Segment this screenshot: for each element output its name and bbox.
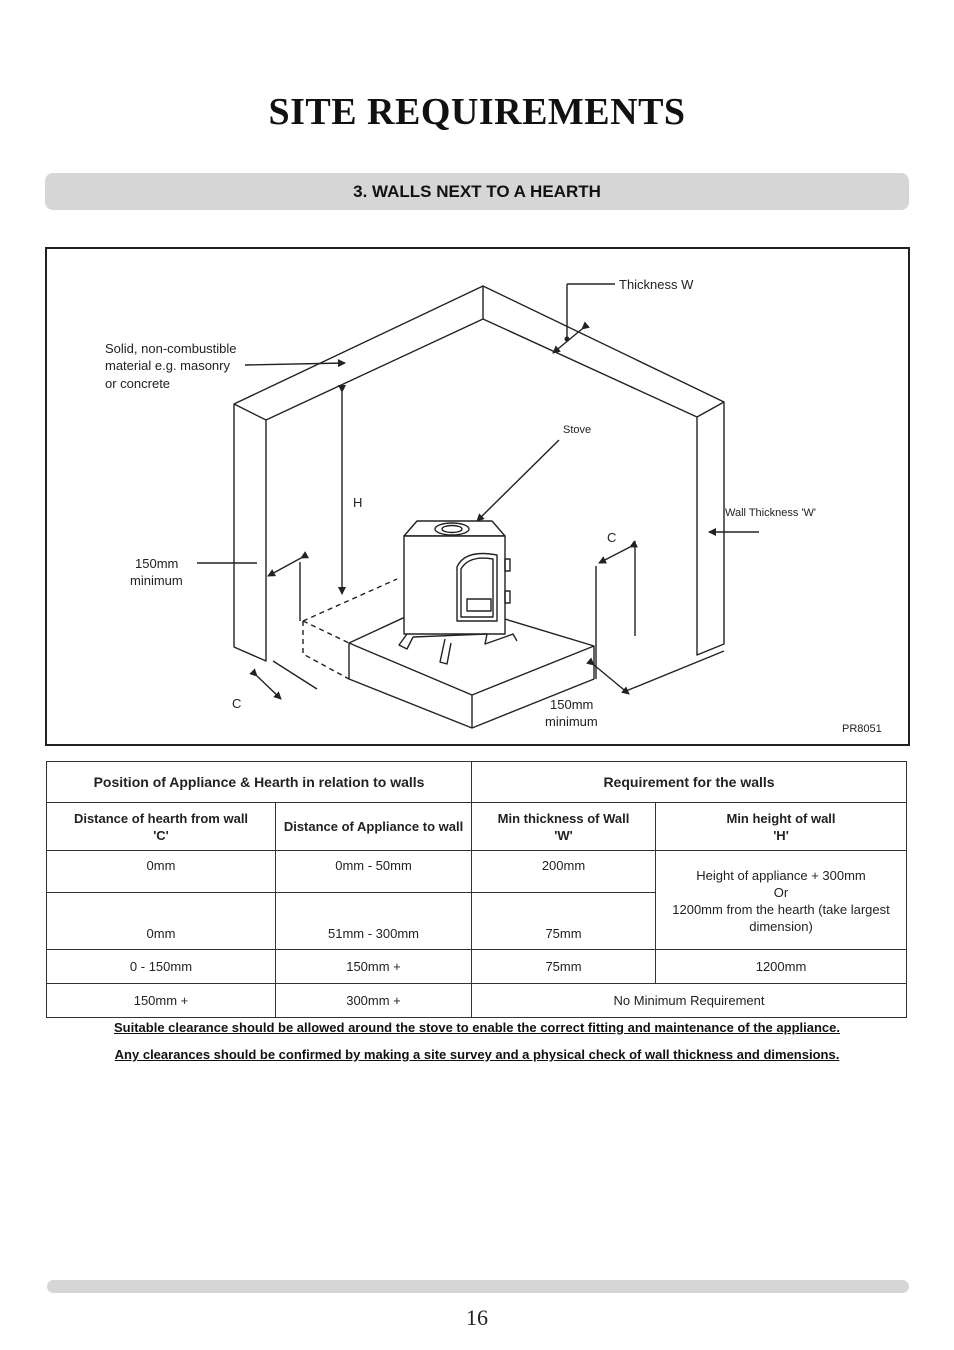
cell-thickness: 75mm: [471, 892, 657, 950]
merged-height-line2: Or: [773, 884, 789, 900]
wall-requirements-table: Position of Appliance & Hearth in relati…: [45, 761, 908, 1018]
min-right-line2: minimum: [545, 714, 598, 729]
hearth-walls-diagram: Thickness W Solid, non-combustible mater…: [45, 247, 910, 746]
section-title: 3. WALLS NEXT TO A HEARTH: [353, 182, 601, 201]
min-left-line1: 150mm: [135, 556, 179, 571]
table-row: 0 - 150mm 150mm + 75mm 1200mm: [46, 949, 908, 984]
min-right-line1: 150mm: [550, 697, 594, 712]
cell-hearth: 0mm: [46, 850, 276, 893]
cell-appliance: 150mm +: [274, 949, 473, 984]
clearance-c-right-label: C: [607, 530, 617, 545]
footer-bar: [47, 1280, 909, 1293]
group-header-requirement: Requirement for the walls: [471, 761, 908, 803]
cell-hearth: 0 - 150mm: [46, 949, 276, 984]
cell-height: 1200mm: [655, 949, 908, 984]
column-header-appliance-distance: Distance of Appliance to wall: [274, 802, 473, 851]
cell-appliance: 0mm - 50mm: [274, 850, 473, 893]
stove-drawing: [398, 520, 518, 665]
cell-appliance: 300mm +: [274, 983, 473, 1018]
material-label-line2: material e.g. masonry: [105, 358, 230, 373]
cell-appliance: 51mm - 300mm: [274, 892, 473, 950]
section-header-bar: 3. WALLS NEXT TO A HEARTH: [45, 173, 909, 210]
col4-line2: 'H': [773, 827, 789, 843]
page-number: 16: [466, 1305, 488, 1330]
stove-label: Stove: [563, 424, 592, 436]
cell-thickness: 200mm: [471, 850, 657, 893]
col1-line1: Distance of hearth from wall: [73, 810, 249, 826]
col4-line1: Min height of wall: [726, 810, 836, 826]
cell-height-merged: Height of appliance + 300mm Or 1200mm fr…: [655, 850, 908, 950]
page-title: SITE REQUIREMENTS: [268, 91, 686, 133]
cell-thickness: 75mm: [471, 949, 657, 984]
col3-line2: 'W': [554, 827, 573, 843]
diagram-ref-code: PR8051: [842, 723, 882, 735]
clearance-c-left-label: C: [232, 696, 242, 711]
cell-hearth: 0mm: [46, 892, 276, 950]
cell-hearth: 150mm +: [46, 983, 276, 1018]
column-header-wall-thickness: Min thickness of Wall 'W': [471, 802, 657, 851]
cell-requirement: No Minimum Requirement: [471, 983, 908, 1018]
min-left-line2: minimum: [130, 573, 183, 588]
merged-height-line1: Height of appliance + 300mm: [696, 867, 866, 883]
merged-height-line3: 1200mm from the hearth (take largest dim…: [672, 901, 890, 934]
survey-note: Any clearances should be confirmed by ma…: [114, 1047, 840, 1062]
col1-line2: 'C': [153, 827, 169, 843]
material-label-line3: or concrete: [105, 376, 171, 391]
table-row: 150mm + 300mm + No Minimum Requirement: [46, 983, 908, 1018]
height-h-label: H: [353, 495, 363, 510]
thickness-w-label: Thickness W: [619, 277, 694, 292]
group-header-position: Position of Appliance & Hearth in relati…: [45, 761, 473, 803]
diagram-drawing: [197, 283, 759, 729]
wall-thickness-label: Wall Thickness 'W': [725, 507, 816, 519]
material-label-line1: Solid, non-combustible: [105, 341, 237, 356]
col3-line1: Min thickness of Wall: [497, 810, 630, 826]
clearance-note: Suitable clearance should be allowed aro…: [114, 1020, 840, 1035]
column-header-wall-height: Min height of wall 'H': [655, 802, 908, 851]
column-header-hearth-distance: Distance of hearth from wall 'C': [46, 802, 276, 851]
table-row: 0mm 0mm - 50mm 200mm Height of appliance…: [46, 850, 908, 950]
right-wall: [482, 285, 725, 656]
